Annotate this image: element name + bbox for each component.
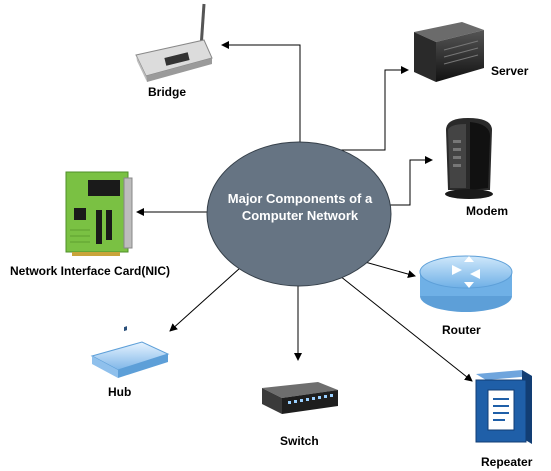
connector-modem bbox=[388, 156, 433, 206]
router-icon bbox=[419, 255, 513, 312]
modem-icon bbox=[445, 118, 493, 199]
central-topic-ellipse bbox=[206, 141, 392, 287]
server-icon bbox=[414, 22, 484, 82]
switch-label: Switch bbox=[280, 434, 319, 448]
connector-router bbox=[364, 261, 416, 278]
router-label: Router bbox=[442, 323, 481, 337]
nic-card-icon bbox=[65, 171, 133, 256]
nic-label: Network Interface Card(NIC) bbox=[10, 264, 171, 278]
connector-bridge bbox=[221, 41, 301, 150]
central-topic-label: Major Components of a Computer Network bbox=[205, 190, 395, 224]
repeater-label: Repeater bbox=[481, 455, 533, 469]
bridge-icon bbox=[135, 3, 213, 82]
central-topic-line2: Computer Network bbox=[241, 208, 359, 223]
hub-label: Hub bbox=[108, 385, 132, 399]
connectors bbox=[136, 41, 473, 382]
server-label: Server bbox=[491, 64, 529, 78]
connector-hub bbox=[169, 267, 241, 332]
hub-icon bbox=[90, 326, 170, 378]
connector-server bbox=[338, 66, 409, 151]
repeater-icon bbox=[475, 370, 532, 444]
bridge-label: Bridge bbox=[148, 85, 187, 99]
connector-repeater bbox=[339, 275, 473, 382]
central-topic-line1: Major Components of a bbox=[227, 191, 373, 206]
switch-icon bbox=[262, 382, 338, 414]
modem-label: Modem bbox=[466, 204, 508, 218]
